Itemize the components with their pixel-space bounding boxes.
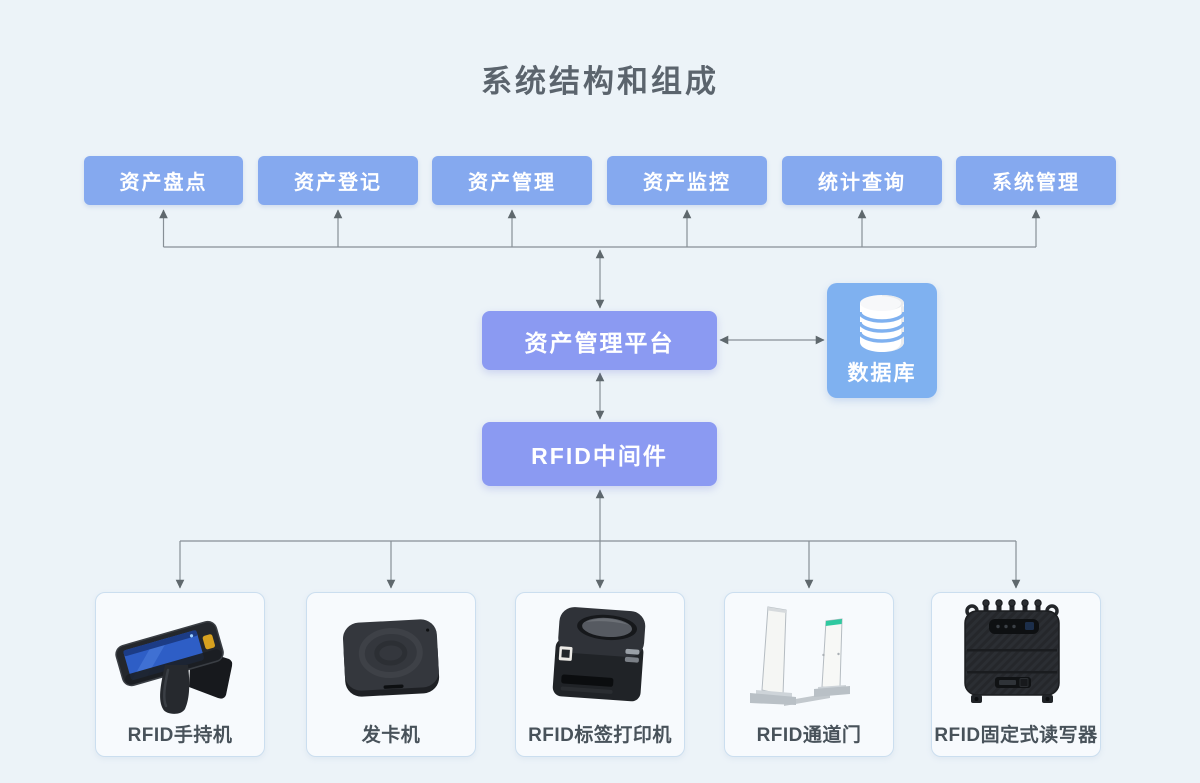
device-label: RFID标签打印机 xyxy=(528,725,672,746)
device-card-rfid-fixed-reader: RFID固定式读写器 xyxy=(931,592,1101,757)
rfid-handheld-icon xyxy=(105,595,255,721)
device-label: 发卡机 xyxy=(361,725,421,746)
module-button-statistics-query: 统计查询 xyxy=(782,156,942,205)
module-button-system-management: 系统管理 xyxy=(956,156,1116,205)
rfid-fixed-reader-icon xyxy=(941,595,1091,721)
device-card-rfid-handheld: RFID手持机 xyxy=(95,592,265,757)
device-card-rfid-channel-gate: RFID通道门 xyxy=(724,592,894,757)
device-label: RFID固定式读写器 xyxy=(934,725,1098,746)
database-label: 数据库 xyxy=(847,362,917,385)
page-title: 系统结构和组成 xyxy=(481,64,719,99)
module-button-asset-inventory: 资产盘点 xyxy=(84,156,243,205)
rfid-label-printer-icon xyxy=(525,595,675,721)
device-label: RFID通道门 xyxy=(756,725,862,746)
database-cylinder-icon xyxy=(853,292,911,356)
module-button-asset-monitoring: 资产监控 xyxy=(607,156,767,205)
module-button-asset-registration: 资产登记 xyxy=(258,156,418,205)
rfid-channel-gate-icon xyxy=(734,595,884,721)
device-card-card-issuer: 发卡机 xyxy=(306,592,476,757)
device-card-rfid-label-printer: RFID标签打印机 xyxy=(515,592,685,757)
card-issuer-icon xyxy=(316,595,466,721)
device-label: RFID手持机 xyxy=(127,725,233,746)
module-button-asset-management: 资产管理 xyxy=(432,156,592,205)
database-box: 数据库 xyxy=(827,283,937,398)
platform-box: 资产管理平台 xyxy=(482,311,717,370)
middleware-box: RFID中间件 xyxy=(482,422,717,486)
